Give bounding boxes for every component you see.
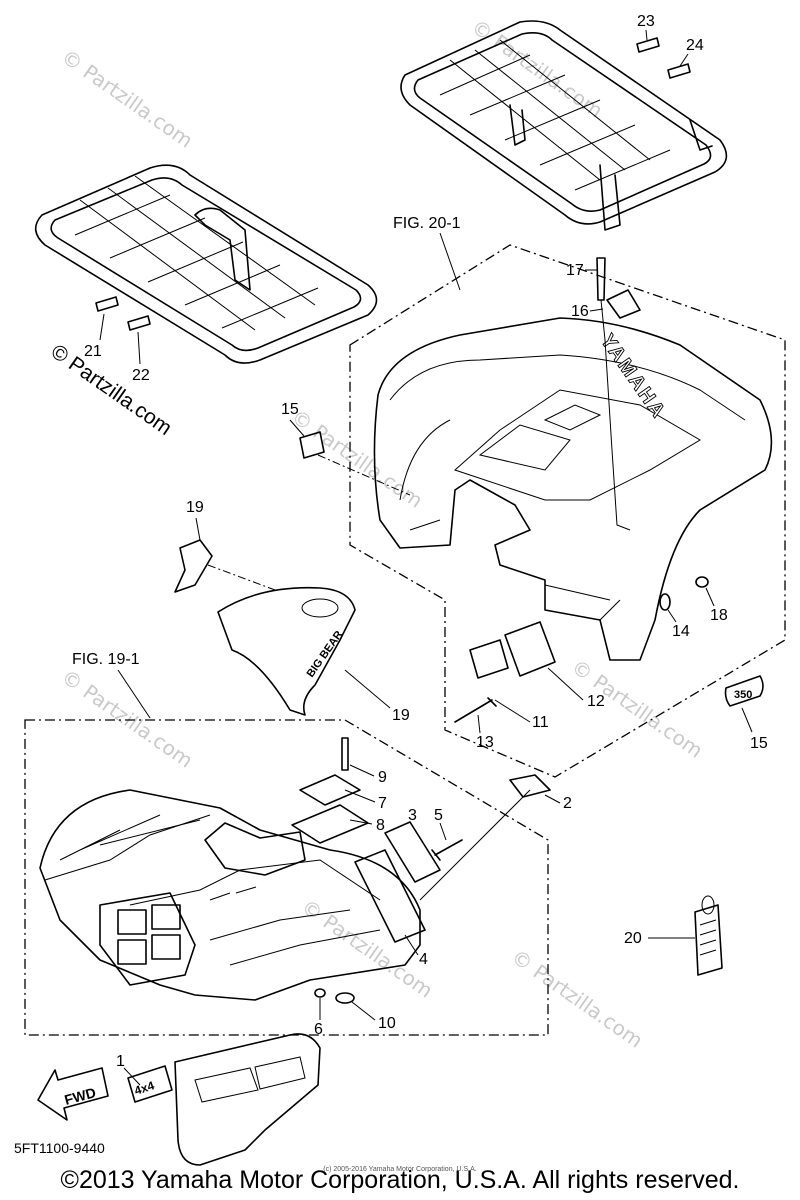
copyright-footer: ©2013 Yamaha Motor Corporation, U.S.A. A… — [60, 1166, 740, 1194]
callout-19-top: 19 — [186, 499, 204, 516]
emblem-4x4: 4x4 — [127, 1065, 173, 1103]
emblem-350: 350 — [724, 675, 764, 707]
bolt-17 — [596, 257, 606, 301]
callout-4: 4 — [419, 951, 428, 968]
callout-11: 11 — [532, 714, 549, 731]
front-fender — [39, 789, 421, 1001]
front-carrier-rack — [34, 164, 378, 364]
watermark: © Partzilla.com — [57, 44, 197, 152]
lamp-lens-12 — [504, 621, 556, 677]
callout-21: 21 — [84, 343, 102, 360]
front-lamp-cover — [174, 1033, 321, 1166]
decal-24 — [667, 63, 691, 79]
grommet-6 — [314, 988, 326, 998]
decal-2 — [509, 774, 551, 798]
lamp-lens-8 — [291, 804, 369, 844]
callout-19-bottom: 19 — [392, 707, 410, 724]
bolt-9 — [341, 737, 349, 771]
part-code: 5FT1100-9440 — [14, 1140, 105, 1156]
grommet-14 — [659, 593, 671, 611]
cover-plate-16 — [606, 289, 641, 319]
fig-20-1-boundary — [349, 244, 786, 778]
watermark: © Partzilla.com — [467, 14, 607, 122]
callout-23: 23 — [637, 13, 655, 30]
callout-15-left: 15 — [281, 401, 299, 418]
decal-15-left — [299, 431, 325, 459]
callout-17: 17 — [566, 262, 584, 279]
emblem-350-text: 350 — [734, 689, 752, 701]
callout-13: 13 — [476, 734, 494, 751]
side-cover-text: BIG BEAR — [305, 629, 346, 680]
plate-7 — [299, 774, 361, 806]
side-cover-19: BIG BEAR — [174, 539, 356, 716]
tiny-notice: (c) 2005-2016 Yamaha Motor Corporation, … — [323, 1166, 477, 1173]
watermark: © Partzilla.com — [57, 664, 197, 772]
callout-10: 10 — [378, 1015, 396, 1032]
callouts: 1 2 3 4 5 6 7 8 9 10 11 12 13 14 15 15 1… — [84, 13, 768, 1086]
fwd-text: FWD — [63, 1084, 98, 1108]
lamp-bolt-13 — [454, 697, 497, 723]
rear-carrier-rack — [400, 20, 728, 231]
callout-24: 24 — [686, 37, 704, 54]
grommet-10 — [335, 992, 355, 1004]
callout-22: 22 — [132, 367, 150, 384]
grommet-18 — [695, 576, 709, 588]
warning-tag-20 — [694, 895, 723, 976]
lamp-gasket-11 — [469, 639, 509, 679]
callout-8: 8 — [376, 817, 385, 834]
watermarks: © Partzilla.com © Partzilla.com © Partzi… — [57, 14, 707, 1052]
bracket-4 — [354, 849, 426, 943]
watermark: © Partzilla.com — [507, 944, 647, 1052]
bracket-3 — [384, 821, 441, 883]
callout-15-right: 15 — [750, 735, 768, 752]
fig-19-1-label: FIG. 19-1 — [72, 651, 140, 668]
callout-9: 9 — [378, 769, 387, 786]
fig-20-1-label: FIG. 20-1 — [393, 215, 461, 232]
callout-5: 5 — [434, 807, 443, 824]
callout-2: 2 — [563, 795, 572, 812]
callout-16: 16 — [571, 303, 589, 320]
callout-7: 7 — [378, 795, 387, 812]
decal-22 — [127, 315, 151, 331]
callout-12: 12 — [587, 693, 605, 710]
decal-23 — [636, 37, 660, 53]
callout-1: 1 — [116, 1053, 125, 1070]
watermark: © Partzilla.com — [297, 894, 437, 1002]
watermark: © Partzilla.com — [287, 404, 427, 512]
callout-14: 14 — [672, 623, 690, 640]
callout-6: 6 — [314, 1021, 323, 1038]
bolt-5 — [431, 839, 463, 861]
callout-18: 18 — [710, 607, 728, 624]
decal-21 — [95, 296, 119, 312]
callout-3: 3 — [408, 807, 417, 824]
callout-20: 20 — [624, 930, 642, 947]
fig-19-1-boundary — [24, 719, 549, 1036]
fwd-arrow-decal: FWD — [37, 1067, 109, 1121]
